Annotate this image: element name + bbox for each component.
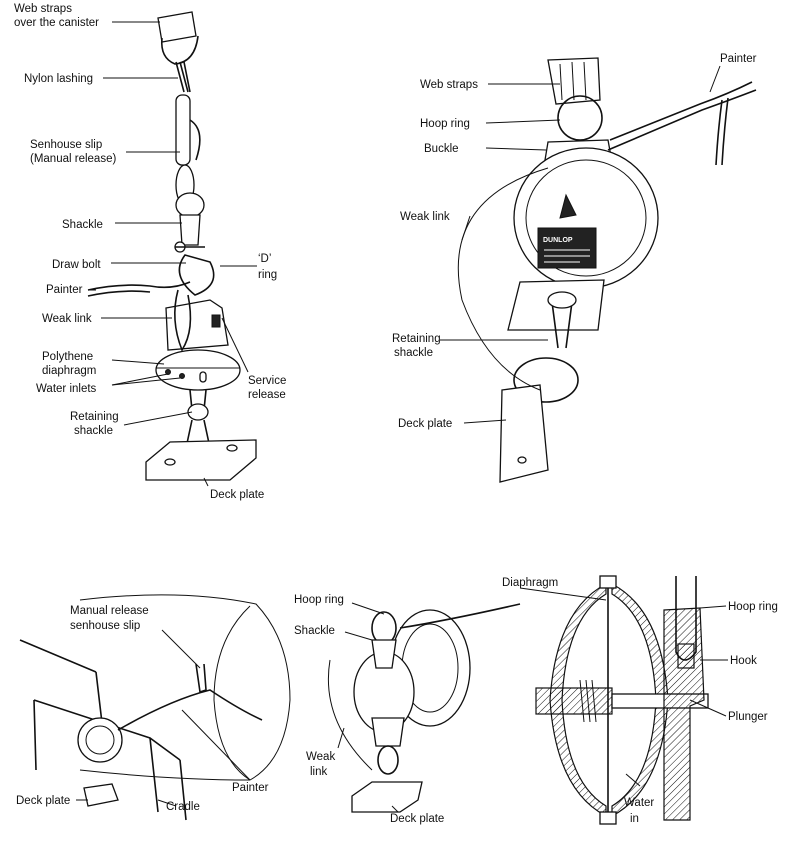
shackle-drawing [179,214,201,246]
label-painter-b: Painter [720,53,757,65]
label-retaining-a: Retaining [70,411,119,423]
figure-a-release-assembly: Web straps over the canister Nylon lashi… [14,3,286,501]
senhouse-slip-drawing-c [195,663,207,694]
label-hoop-ring-b: Hoop ring [420,118,470,130]
label-senhouse-slip-a: Senhouse slip [30,139,102,151]
label-deck-plate-b: Deck plate [398,418,452,430]
label-water: Water [624,797,654,809]
label-cradle: Cradle [166,801,200,813]
deck-plate-drawing-d [351,781,423,813]
label-in: in [630,813,639,825]
label-hoop-ring-e: Hoop ring [728,601,778,613]
label-weak-link-a: Weak link [42,313,92,325]
weak-link-wire-d [327,659,373,771]
hoop-ring-drawing-b [557,95,603,141]
painter-rope-b [609,81,753,141]
label-polythene: Polythene [42,351,93,363]
web-straps-drawing-b [547,57,601,105]
spring-drawing [579,679,597,723]
painter-rope-a [87,281,191,291]
label-weak: Weak [306,751,335,763]
label-deck-plate-c: Deck plate [16,795,70,807]
label-retaining-b: Retaining [392,333,441,345]
painter-drawing-c [117,689,263,731]
ring-drawing-b [513,357,579,403]
label-diaphragm-e: Diaphragm [502,577,558,589]
label-manual-release-a: (Manual release) [30,153,116,165]
painter-drawing-d [399,603,521,629]
label-draw-bolt: Draw bolt [52,259,101,271]
label-weak-link-b: Weak link [400,211,450,223]
figure-c-liferaft-on-cradle: Manual release senhouse slip Painter Dec… [16,594,291,821]
hook-column [663,607,705,821]
service-release-drawing [211,314,221,328]
label-over-canister: over the canister [14,17,99,29]
label-plunger: Plunger [728,711,768,723]
chain-link-2 [175,192,205,218]
hoop-ring-drawing-d [371,611,397,645]
top-d-ring-drawing [160,35,199,65]
dome-housing-right [611,583,669,817]
plunger-drawing [535,687,613,715]
label-web-straps-b: Web straps [420,79,478,91]
label-d-ring-2: ring [258,269,277,281]
label-painter-a: Painter [46,284,83,296]
label-shackle-b: shackle [394,347,433,359]
dunlop-plate-text: DUNLOP [543,237,573,244]
label-release: release [248,389,286,401]
label-hoop-ring-d: Hoop ring [294,594,344,606]
deck-plate-drawing-b [499,384,549,483]
deck-plate-drawing-a [145,439,257,481]
polythene-diaphragm-drawing [155,349,241,391]
label-painter-c: Painter [232,782,269,794]
deck-plate-drawing-c [83,783,119,807]
canister-outline [79,594,291,781]
label-d-ring-1: ‘D’ [258,253,271,265]
label-buckle: Buckle [424,143,459,155]
figure-b-hru-close-up: DUNLOP Web straps Painter Hoop ring B [392,53,757,483]
label-shackle2-a: shackle [74,425,113,437]
label-nylon-lashing: Nylon lashing [24,73,93,85]
label-deck-plate-a: Deck plate [210,489,264,501]
label-deck-plate-d: Deck plate [390,813,444,825]
label-hook: Hook [730,655,757,667]
label-service: Service [248,375,286,387]
label-shackle-a: Shackle [62,219,103,231]
weak-link-loop [174,289,192,352]
retaining-shackle-drawing-b [547,291,577,309]
hook-drawing [677,643,695,669]
figure-e-cross-section: Diaphragm Hoop ring Hook Plunger Water i… [502,575,778,825]
d-ring-drawing [178,254,215,296]
hru-body-drawing [165,299,229,351]
senhouse-slip-drawing [175,94,191,166]
label-diaphragm-a: diaphragm [42,365,96,377]
dome-housing-left [549,583,607,817]
hru-drawing-c [77,717,123,763]
label-web-straps-a: Web straps [14,3,72,15]
retaining-shackle-drawing [187,403,209,421]
label-manual-release-c: Manual release [70,605,149,617]
figure-d-hru-side-view: Hoop ring Shackle Weak link Deck plate [294,594,521,825]
label-link: link [310,766,328,778]
dunlop-plate [537,227,597,269]
label-shackle-d: Shackle [294,625,335,637]
nylon-lashing-drawing [175,61,191,93]
shackle-drawing-d [371,639,397,669]
label-senhouse-slip-c: senhouse slip [70,620,140,632]
web-strap-drawing [157,11,197,43]
label-water-inlets: Water inlets [36,383,97,395]
